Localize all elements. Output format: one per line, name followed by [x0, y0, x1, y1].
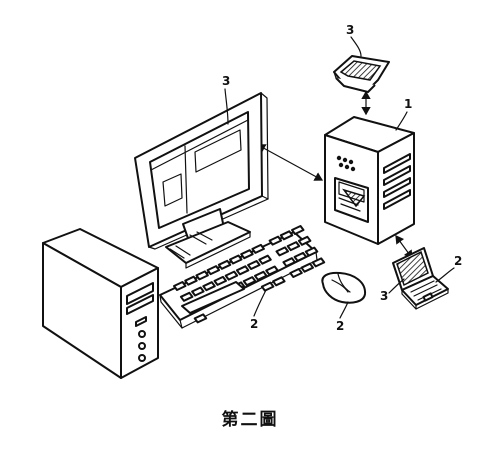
smartphone-device [333, 55, 390, 93]
keyboard-key [286, 241, 301, 252]
phone-label-text: 3 [346, 23, 354, 37]
keyboard-key [282, 257, 296, 268]
laptop-screen [396, 250, 429, 287]
keyboard-key [173, 281, 187, 291]
keyboard-space-bar [181, 281, 245, 314]
keyboard-label: 2 [250, 289, 267, 331]
keyboard-key [297, 235, 312, 246]
keyboard-key [289, 268, 303, 279]
keyboard-key [217, 259, 232, 270]
keyboard-key [304, 246, 319, 257]
keyboard-key [202, 281, 216, 292]
keyboard-key [272, 276, 286, 287]
keyboard-key [247, 259, 261, 270]
desktop-monitor [134, 92, 269, 269]
server-tower [324, 116, 415, 245]
keyboard-key [213, 275, 227, 286]
laptop-screen-label-text: 3 [380, 289, 388, 303]
mouse-label-text: 2 [336, 319, 344, 333]
keyboard-key [242, 276, 257, 287]
keyboard-key [240, 249, 254, 260]
keyboard-key [268, 235, 283, 246]
keyboard-key [206, 265, 221, 276]
laptop-screen-label: 3 [380, 278, 405, 303]
monitor-screen-label-text: 3 [222, 74, 230, 88]
keyboard-key [311, 257, 326, 268]
keyboard-key [235, 265, 250, 276]
keyboard-key [260, 281, 275, 292]
keyboard [159, 225, 326, 329]
laptop-computer [392, 247, 449, 310]
phone-label: 3 [346, 23, 362, 57]
keyboard-key [300, 262, 314, 273]
keyboard-key [251, 243, 265, 254]
keyboard-key [191, 286, 205, 297]
laptop-label-text: 2 [454, 254, 462, 268]
keyboard-key [254, 270, 268, 281]
keyboard-key [229, 254, 243, 265]
keyboard-key [224, 270, 239, 281]
server-label-text: 1 [404, 97, 412, 111]
keyboard-key [193, 313, 208, 324]
tower-button [138, 330, 146, 338]
computer-mouse [321, 271, 367, 304]
mouse-label: 2 [336, 301, 349, 333]
keyboard-key [275, 246, 289, 257]
laptop-label: 2 [435, 254, 462, 283]
keyboard-key [195, 270, 209, 281]
monitor-server-link-arrow [256, 144, 324, 181]
keyboard-key [293, 251, 308, 262]
keyboard-key [291, 225, 305, 235]
keyboard-key [184, 275, 198, 286]
figure-caption: 第二圖 [221, 410, 279, 430]
server-indicator-dots [336, 155, 356, 172]
keyboard-key [179, 291, 194, 302]
keyboard-key [258, 254, 272, 265]
server-side-vents [383, 153, 411, 210]
keyboard-key [279, 230, 294, 241]
desktop-tower [42, 228, 159, 379]
tower-drive-bay [126, 282, 154, 305]
keyboard-key [265, 265, 279, 276]
monitor-screen-label: 3 [222, 74, 230, 125]
keyboard-label-text: 2 [250, 317, 258, 331]
server-label: 1 [395, 97, 412, 131]
